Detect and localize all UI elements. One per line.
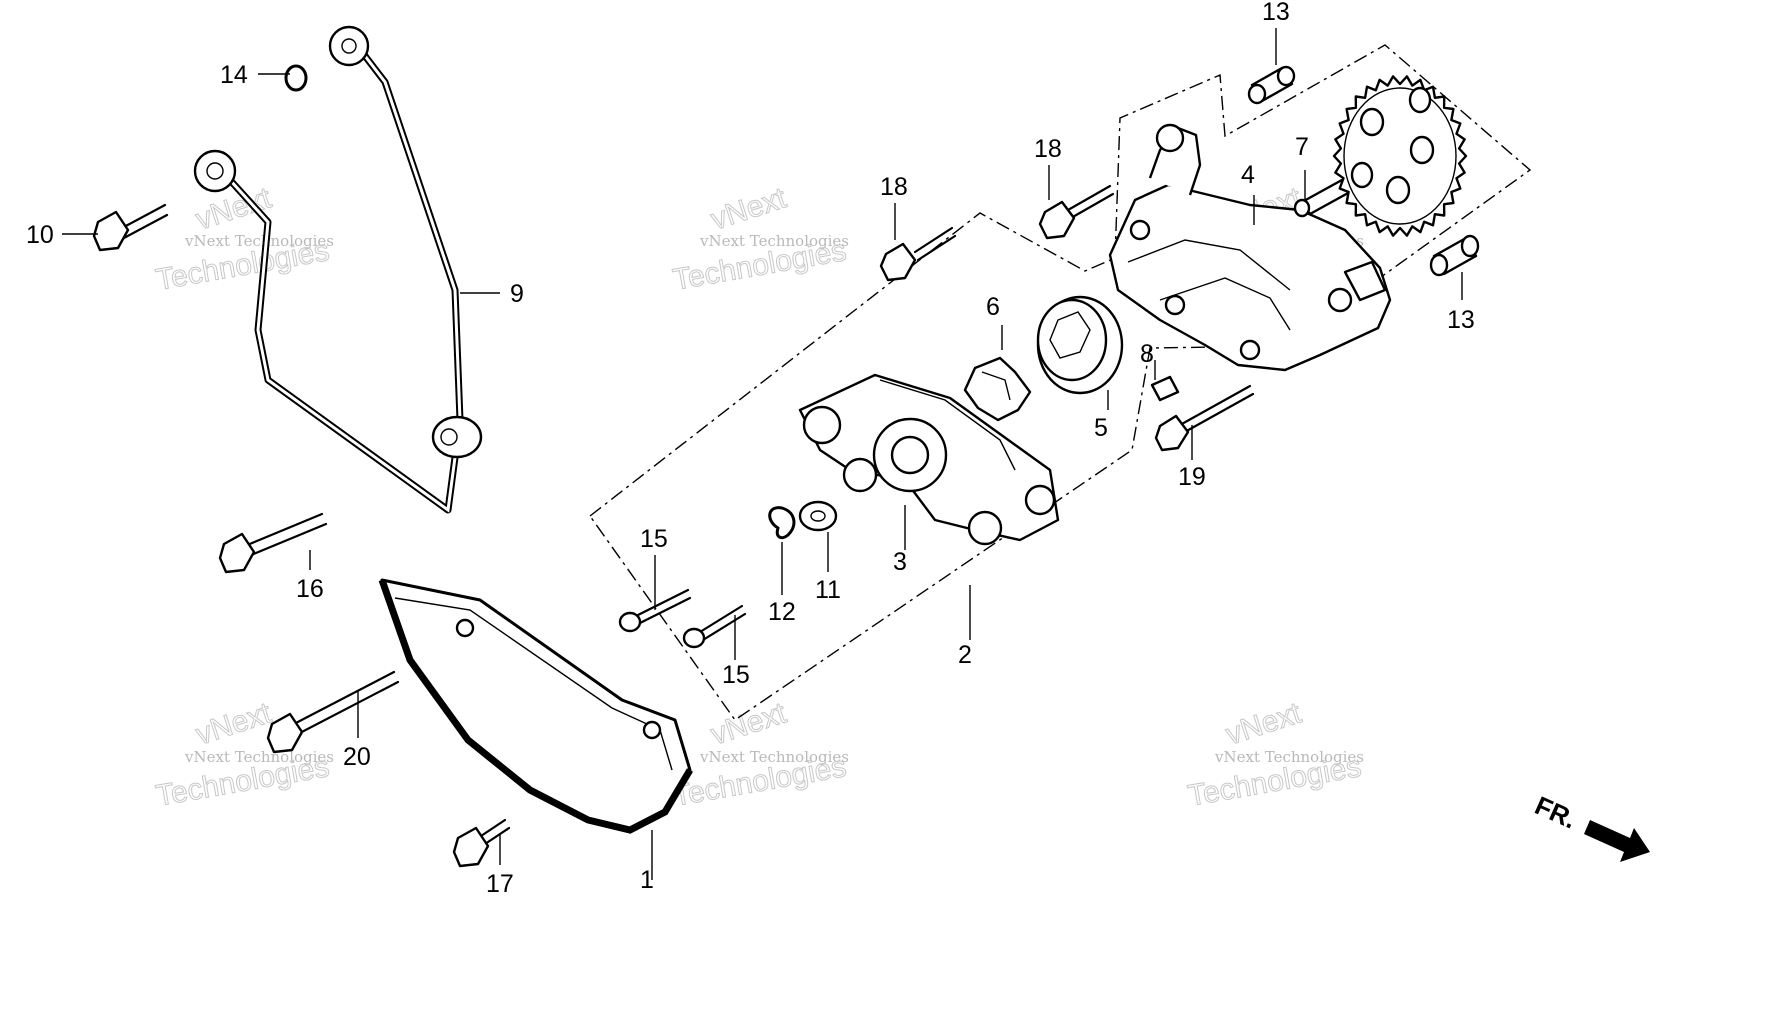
watermark-company: vNext Technologies [1214,748,1364,766]
leader-lines [62,28,1463,880]
dowel-part-8 [1150,375,1180,402]
callout-3: 3 [893,548,907,576]
callout-12: 12 [768,598,796,626]
callout-15-upper: 15 [640,525,668,553]
callout-16: 16 [296,575,324,603]
bolt-part-20 [266,670,400,754]
callout-18-upper: 18 [1034,135,1062,163]
front-arrow-icon [1584,820,1650,862]
watermark-company: vNext Technologies [184,748,334,766]
bolt-part-17 [452,818,511,868]
callout-1: 1 [640,866,654,894]
oil-pipe-part [193,25,483,514]
bolt-part-19 [1154,384,1255,452]
callout-17: 17 [486,870,514,898]
guard-plate-part-1 [378,578,694,834]
callout-9: 9 [510,280,524,308]
collar-part-13-top [1247,65,1296,105]
callout-6: 6 [986,293,1000,321]
washer-part-14 [284,64,308,92]
callout-13-top: 13 [1262,0,1290,26]
watermark-top-center: vNext vNext Technologies Technologies [670,181,849,298]
driven-gear [1332,75,1468,237]
bolt-part-16 [218,512,328,574]
watermark-brand: vNext [707,696,791,751]
watermark-company: vNext Technologies [699,232,849,250]
watermark-brand: vNext [192,181,276,236]
watermark-bottom-center: vNext vNext Technologies Technologies [670,696,849,814]
outer-rotor-part-5 [1036,295,1124,395]
clip-part-12 [768,506,796,540]
callout-15-lower: 15 [722,661,750,689]
bolt-part-18-lower [879,226,957,282]
callout-10: 10 [26,221,54,249]
callout-5: 5 [1094,414,1108,442]
front-direction-marker: FR. [1531,790,1650,862]
watermark-brand: vNext [707,181,791,236]
watermark-bottom-right: vNext vNext Technologies Technologies [1185,696,1364,814]
washer-part-11 [798,500,838,532]
callout-labels: 1 2 3 4 5 6 7 8 9 10 11 12 13 13 14 15 1… [26,0,1475,898]
callout-20: 20 [343,743,371,771]
callout-2: 2 [958,641,972,669]
watermark-company: vNext Technologies [184,232,334,250]
callout-8: 8 [1140,340,1154,368]
callout-11: 11 [815,576,841,604]
bolt-part-18-upper [1038,184,1115,240]
collar-part-13-right [1429,234,1480,277]
inner-rotor-part-6 [963,356,1032,422]
watermark-company: vNext Technologies [699,748,849,766]
pump-cover-part-4 [1108,123,1392,372]
screw-part-15-lower [682,604,747,649]
callout-7: 7 [1295,133,1309,161]
watermark-brand: vNext [1222,696,1306,751]
callout-13-right: 13 [1447,306,1475,334]
front-label: FR. [1531,790,1581,834]
screw-part-15-upper [618,588,692,633]
pump-body-part-3 [798,373,1060,546]
callout-19: 19 [1178,463,1206,491]
bolt-part-10 [92,203,169,252]
callout-18-lower: 18 [880,173,908,201]
pump-cover-boundary [1114,44,1532,347]
watermark-brand: vNext [192,696,276,751]
callout-14: 14 [220,61,248,89]
callout-4: 4 [1241,161,1255,189]
watermark-bottom-left: vNext vNext Technologies Technologies [153,696,334,814]
